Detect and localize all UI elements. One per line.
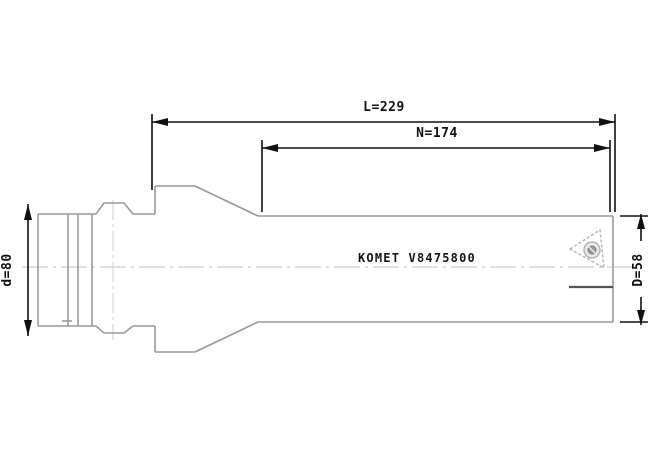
cutting-insert-group — [568, 228, 613, 289]
flange-section — [154, 185, 195, 353]
arrowhead-L-left — [152, 118, 168, 126]
part-marking-label: KOMET V8475800 — [358, 251, 476, 265]
arrowhead-D-bottom — [637, 310, 645, 325]
dimension-label-cutting-diameter: D=58 — [631, 253, 646, 286]
dimension-label-projection-length: N=174 — [416, 126, 458, 141]
tool-body — [258, 215, 614, 323]
dim-d-text-backing — [3, 241, 19, 299]
shank-groove-group — [62, 214, 93, 326]
dim-D-text-backing — [634, 241, 650, 297]
taper-bottom-edge — [194, 321, 259, 353]
dim-N-text-backing — [406, 124, 468, 141]
arrowhead-d-bottom — [24, 320, 32, 336]
drive-key-top-profile — [95, 202, 134, 215]
shank-section — [37, 213, 155, 327]
taper-section — [194, 185, 259, 353]
taper-top-edge — [194, 185, 259, 217]
dim-L-text-backing — [353, 98, 415, 115]
dimension-cutting-diameter: D=58 — [620, 214, 650, 325]
dimension-overall-length: L=229 — [151, 98, 616, 212]
arrowhead-L-right — [599, 118, 615, 126]
drive-key-bottom-profile — [95, 325, 134, 334]
dimension-projection-length: N=174 — [261, 124, 611, 212]
dimension-shank-diameter: d=80 — [0, 204, 32, 336]
arrowhead-d-top — [24, 204, 32, 220]
screw-slot-icon — [588, 246, 596, 254]
insert-triangular-outline — [568, 228, 605, 270]
dimension-label-shank-diameter: d=80 — [0, 253, 15, 286]
arrowhead-N-right — [594, 144, 610, 152]
part-outline-group — [37, 185, 614, 353]
arrowhead-D-top — [637, 214, 645, 229]
centerline-group — [22, 200, 648, 340]
arrowhead-N-left — [262, 144, 278, 152]
dimension-label-overall-length: L=229 — [363, 100, 405, 115]
